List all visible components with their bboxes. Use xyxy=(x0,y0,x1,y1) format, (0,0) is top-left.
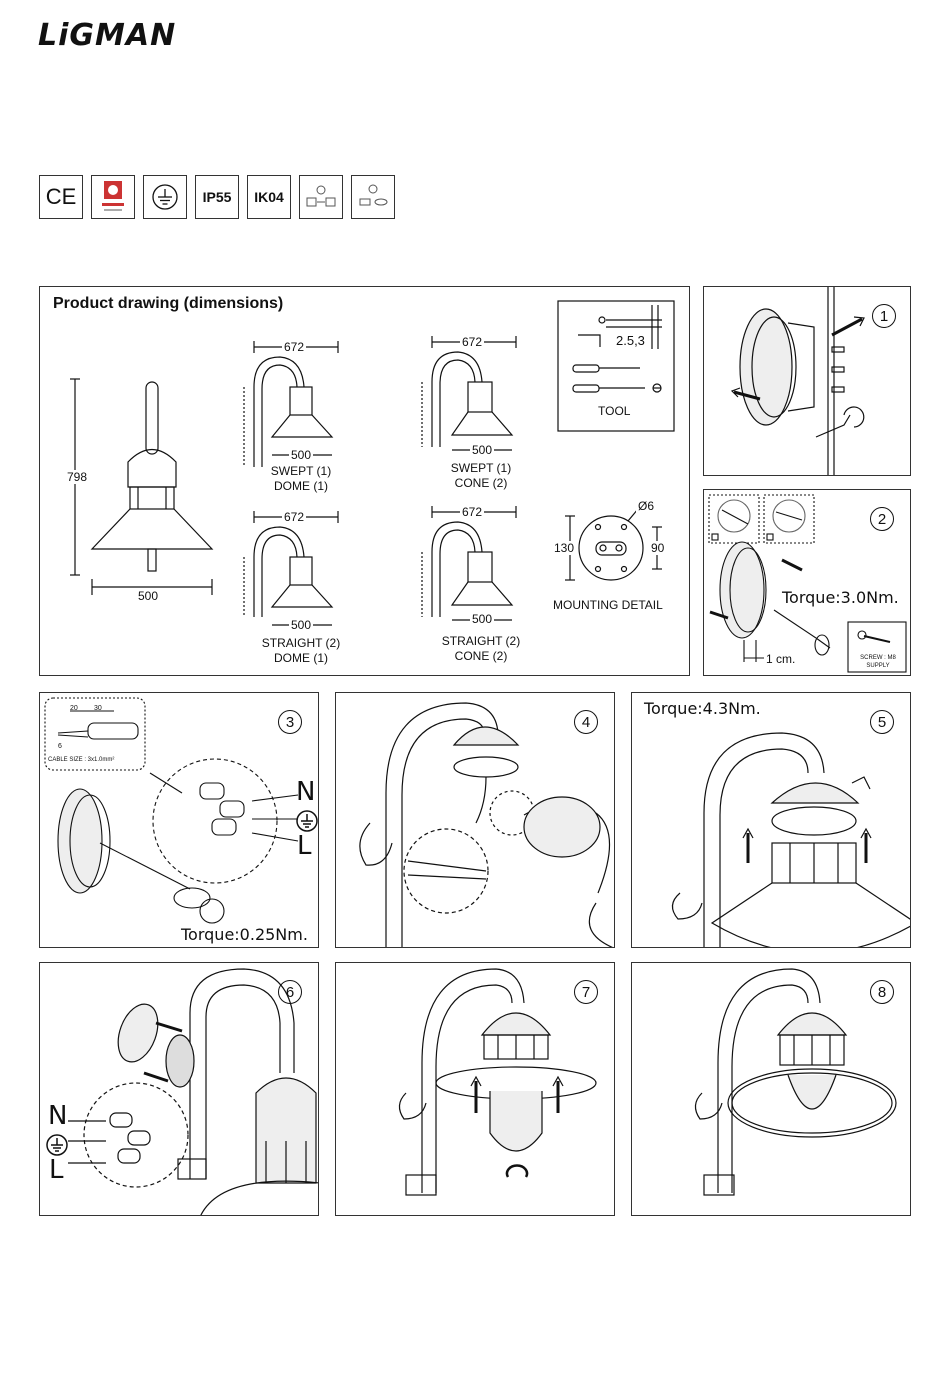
mounting-label: MOUNTING DETAIL xyxy=(553,598,663,612)
dimensions-panel: Product drawing (dimensions) xyxy=(39,286,690,676)
step-2-torque: Torque:3.0Nm. xyxy=(782,588,899,607)
step-2-number: 2 xyxy=(870,507,894,531)
arm-width-3: 672 xyxy=(282,510,307,524)
strip-length-a: 20 xyxy=(70,705,78,712)
variant-3-label: STRAIGHT (2)DOME (1) xyxy=(261,636,341,665)
arm-width-1: 672 xyxy=(282,340,307,354)
width-dimension: 500 xyxy=(136,589,161,603)
step-2-distance: 1 cm. xyxy=(766,652,796,666)
strip-length-c: 6 xyxy=(58,743,62,750)
dimensions-drawing xyxy=(70,300,675,626)
variant-1-label: SWEPT (1)DOME (1) xyxy=(270,464,332,493)
tool-label: TOOL xyxy=(598,404,631,418)
variant-4-label: STRAIGHT (2)CONE (2) xyxy=(441,634,521,663)
ik-rating: IK04 xyxy=(247,175,291,219)
step-5-panel: 5 Torque:4.3Nm. xyxy=(631,692,911,948)
step-4-number: 4 xyxy=(574,710,598,734)
arm-width-4: 672 xyxy=(460,505,485,519)
step-7-panel: 7 xyxy=(335,962,615,1216)
step-5-torque: Torque:4.3Nm. xyxy=(644,699,761,718)
step-3-wire-n: N xyxy=(296,777,316,807)
step-3-number: 3 xyxy=(278,710,302,734)
step-3-panel: 3 20 30 6 CABLE SIZE : 3x1.0mm² N L Torq… xyxy=(39,692,319,948)
arm-width-2: 672 xyxy=(460,335,485,349)
dimensions-title: Product drawing (dimensions) xyxy=(53,295,284,312)
certification-row: CE IP55 IK04 xyxy=(39,175,395,219)
shade-width-2: 500 xyxy=(470,443,495,457)
step-3-drawing xyxy=(44,697,299,924)
shade-width-1: 500 xyxy=(289,448,314,462)
variant-2-label: SWEPT (1)CONE (2) xyxy=(450,461,512,490)
step-8-drawing xyxy=(694,968,897,1196)
step-4-drawing xyxy=(359,702,614,947)
step-2-drawing xyxy=(708,494,907,673)
step-8-number: 8 xyxy=(870,980,894,1004)
brand-logo: LiGMAN xyxy=(38,18,177,53)
mounting-width: 90 xyxy=(649,541,667,555)
step-6-wire-n: N xyxy=(48,1101,68,1131)
step-5-number: 5 xyxy=(870,710,894,734)
ce-mark: CE xyxy=(39,175,83,219)
step-3-wire-l: L xyxy=(297,831,312,861)
step-6-panel: 6 N L xyxy=(39,962,319,1216)
step-5-drawing xyxy=(671,732,910,947)
step-7-drawing xyxy=(398,968,597,1196)
mounting-height: 130 xyxy=(552,541,577,555)
step-1-number: 1 xyxy=(872,304,896,328)
step-4-panel: 4 xyxy=(335,692,615,948)
step-6-wire-l: L xyxy=(49,1155,64,1185)
step-6-drawing xyxy=(68,968,318,1215)
quality-badge-icon xyxy=(91,175,135,219)
lamp-type-icon xyxy=(351,175,395,219)
tool-size: 2.5,3 xyxy=(614,333,647,348)
step-3-torque: Torque:0.25Nm. xyxy=(181,925,308,944)
cable-size: CABLE SIZE : 3x1.0mm² xyxy=(48,757,115,763)
voltage-icon xyxy=(299,175,343,219)
strip-length-b: 30 xyxy=(94,705,102,712)
height-dimension: 798 xyxy=(65,470,90,484)
step-1-drawing xyxy=(730,287,865,475)
step-1-panel: 1 xyxy=(703,286,911,476)
earth-ground-icon xyxy=(143,175,187,219)
shade-width-3: 500 xyxy=(289,618,314,632)
step-6-number: 6 xyxy=(278,980,302,1004)
shade-width-4: 500 xyxy=(470,612,495,626)
mounting-hole: Ø6 xyxy=(636,499,657,513)
step-8-panel: 8 xyxy=(631,962,911,1216)
ip-rating: IP55 xyxy=(195,175,239,219)
step-7-number: 7 xyxy=(574,980,598,1004)
